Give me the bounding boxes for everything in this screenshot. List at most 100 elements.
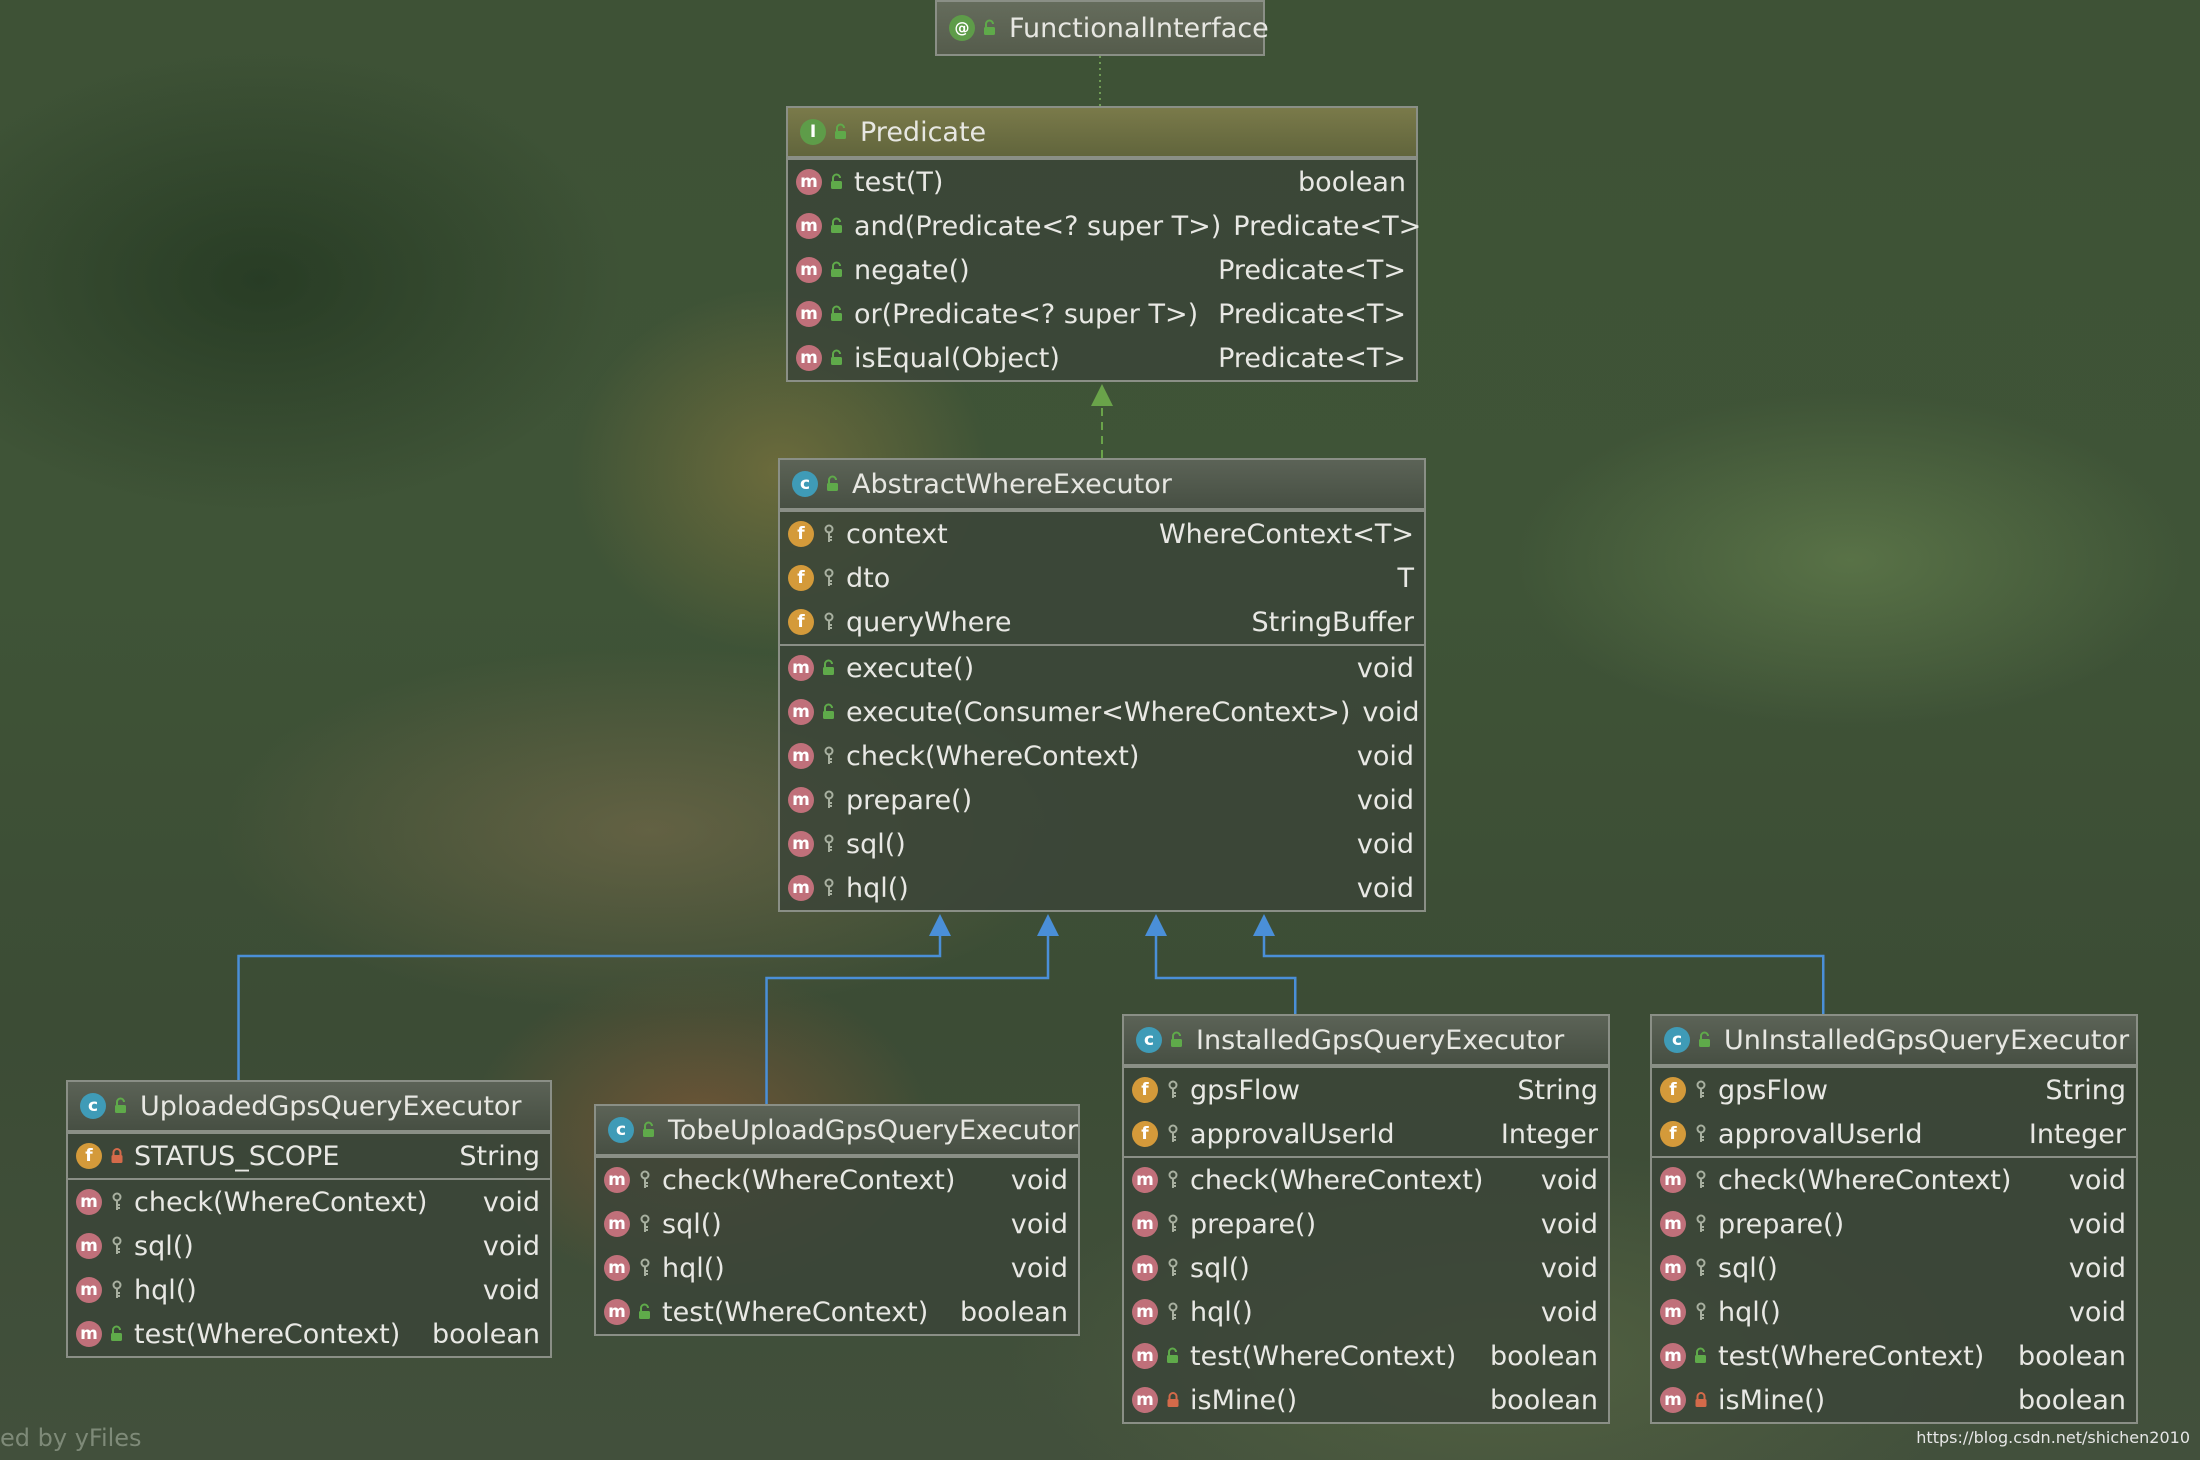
field-icon: f	[788, 521, 814, 547]
member-name: check(WhereContext)	[662, 1165, 999, 1196]
method-icon: m	[796, 301, 822, 327]
method-icon: m	[1132, 1255, 1158, 1281]
member-name: isMine()	[1718, 1385, 2006, 1416]
member-name: sql()	[1190, 1253, 1529, 1284]
extends-arrowhead	[1037, 914, 1059, 936]
method-icon: m	[796, 345, 822, 371]
member-name: prepare()	[1718, 1209, 2057, 1240]
member-type: void	[1529, 1209, 1598, 1240]
member-type: void	[1529, 1253, 1598, 1284]
member-name: sql()	[1718, 1253, 2057, 1284]
protected-key-icon	[1164, 1123, 1182, 1145]
member-name: STATUS_SCOPE	[134, 1141, 447, 1172]
protected-key-icon	[636, 1213, 654, 1235]
member-name: execute()	[846, 653, 1345, 684]
member-name: sql()	[846, 829, 1345, 860]
node-functional-interface[interactable]: @FunctionalInterface	[935, 0, 1265, 56]
node-header: cAbstractWhereExecutor	[780, 460, 1424, 510]
member-type: boolean	[1478, 1341, 1598, 1372]
protected-key-icon	[108, 1279, 126, 1301]
member-name: check(WhereContext)	[1718, 1165, 2057, 1196]
field-icon: f	[1660, 1121, 1686, 1147]
method-icon: m	[1660, 1255, 1686, 1281]
method-icon: m	[1132, 1299, 1158, 1325]
node-title: UnInstalledGpsQueryExecutor	[1724, 1025, 2129, 1056]
member-name: test(WhereContext)	[1718, 1341, 2006, 1372]
protected-key-icon	[1692, 1213, 1710, 1235]
method-icon: m	[796, 257, 822, 283]
method-icon: m	[76, 1321, 102, 1347]
method-icon: m	[788, 787, 814, 813]
member-type: Predicate<T>	[1206, 255, 1406, 286]
field-icon: f	[788, 565, 814, 591]
member-type: T	[1386, 563, 1415, 594]
member-name: queryWhere	[846, 607, 1239, 638]
watermark-url: https://blog.csdn.net/shichen2010	[1916, 1428, 2190, 1447]
protected-key-icon	[108, 1235, 126, 1257]
member-name: hql()	[1190, 1297, 1529, 1328]
protected-key-icon	[820, 833, 838, 855]
public-unlock-icon	[112, 1095, 130, 1117]
member-name: negate()	[854, 255, 1206, 286]
member-name: check(WhereContext)	[846, 741, 1345, 772]
method-icon: m	[604, 1167, 630, 1193]
node-title: TobeUploadGpsQueryExecutor	[668, 1115, 1078, 1146]
public-unlock-icon	[1164, 1345, 1182, 1367]
node-header: IPredicate	[788, 108, 1416, 158]
member-name: check(WhereContext)	[1190, 1165, 1529, 1196]
method-row[interactable]: m sql()void	[1124, 1246, 1608, 1290]
method-row[interactable]: m negate()Predicate<T>	[788, 248, 1416, 292]
member-name: dto	[846, 563, 1386, 594]
member-type: void	[2057, 1297, 2126, 1328]
member-name: hql()	[662, 1253, 999, 1284]
member-type: String	[447, 1141, 540, 1172]
member-type: void	[1345, 785, 1414, 816]
field-icon: f	[1132, 1121, 1158, 1147]
